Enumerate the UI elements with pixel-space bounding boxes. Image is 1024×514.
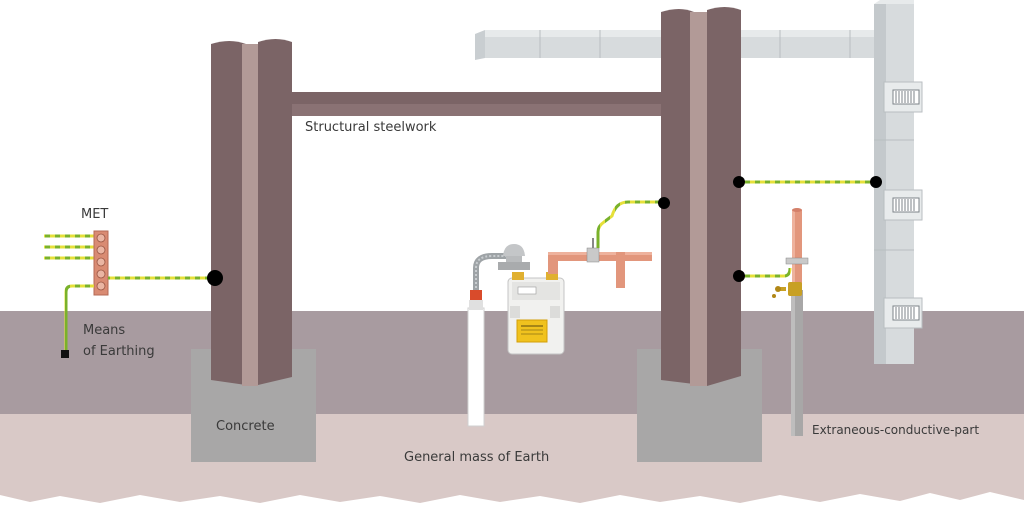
means-of-earthing-label-2: of Earthing — [83, 344, 155, 359]
earth-electrode-terminal — [61, 350, 69, 358]
concrete-label: Concrete — [216, 419, 275, 434]
bonding-connection-dot — [733, 176, 745, 188]
bonding-connection-dot — [870, 176, 882, 188]
gas-meter-icon — [467, 238, 652, 427]
earth-terminal-bar — [44, 230, 109, 296]
general-mass-of-earth-label: General mass of Earth — [404, 450, 550, 465]
extraneous-conductive-part-label: Extraneous-conductive-part — [812, 423, 980, 437]
steel-beam — [292, 88, 690, 116]
structural-steelwork-label: Structural steelwork — [305, 120, 437, 135]
steel-column-left — [211, 39, 292, 386]
means-of-earthing-conductor — [64, 284, 94, 354]
duct-grille-middle — [883, 189, 923, 221]
bonding-connection-dot — [658, 197, 670, 209]
bonding-connection-dot — [207, 270, 223, 286]
means-of-earthing-label-1: Means — [83, 323, 126, 338]
gas-bonding-conductor — [596, 200, 664, 248]
extraneous-pipe — [772, 208, 809, 436]
pipe-bonding-conductor — [739, 267, 792, 278]
duct-grille-top — [883, 81, 923, 113]
bonding-connection-dot — [733, 270, 745, 282]
bonding-conductors — [64, 180, 876, 354]
steel-column-right — [661, 7, 741, 386]
met-label: MET — [81, 207, 109, 222]
duct-grille-bottom — [883, 297, 923, 329]
